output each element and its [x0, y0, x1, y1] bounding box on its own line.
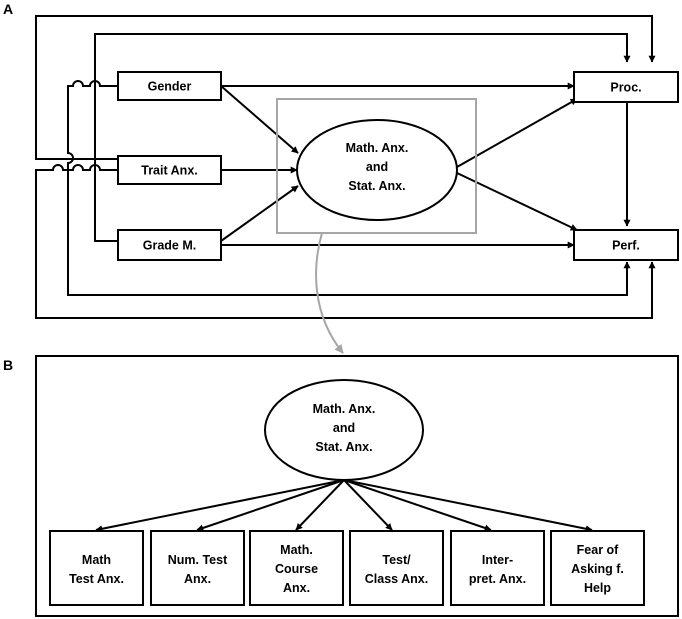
panel-b-frame	[35, 355, 679, 617]
factor-box-3: Math. Course Anx.	[249, 530, 344, 606]
node-gender-label: Gender	[148, 80, 192, 94]
factor-2-line-1: Num. Test	[168, 553, 228, 567]
arrow-trait-to-proc	[35, 15, 656, 160]
highlight-box	[276, 98, 477, 234]
node-math-stat-anx: Math. Anx. and Stat. Anx.	[296, 119, 458, 221]
factor-4-line-2: Class Anx.	[365, 572, 428, 586]
factor-box-6: Fear of Asking f. Help	[550, 530, 645, 606]
ellipse-a-line-3: Stat. Anx.	[348, 179, 405, 193]
factor-4-line-1: Test/	[382, 553, 411, 567]
node-grade-m: Grade M.	[117, 229, 222, 261]
arrow-gender-to-anx	[220, 85, 299, 154]
factor-box-1: Math Test Anx.	[49, 530, 144, 606]
zoom-connector-arrow	[315, 232, 344, 354]
node-perf-label: Perf.	[612, 239, 640, 253]
factor-3-line-2: Course	[275, 562, 318, 576]
factor-box-4: Test/ Class Anx.	[349, 530, 444, 606]
ellipse-b-line-2: and	[333, 421, 355, 435]
factor-6-line-1: Fear of	[577, 543, 620, 557]
arrow-to-factor-4	[343, 479, 393, 531]
panel-label-b: B	[3, 357, 13, 373]
arrow-to-factor-6	[343, 479, 593, 533]
ellipse-a-line-1: Math. Anx.	[346, 141, 409, 155]
factor-1-line-1: Math	[82, 553, 111, 567]
factor-box-5: Inter- pret. Anx.	[450, 530, 545, 606]
arrow-trait-to-perf	[35, 164, 656, 319]
node-trait-label: Trait Anx.	[141, 164, 198, 178]
node-trait-anx: Trait Anx.	[117, 155, 222, 185]
factor-5-line-1: Inter-	[482, 553, 513, 567]
factor-5-line-2: pret. Anx.	[469, 572, 526, 586]
panel-label-a: A	[3, 1, 13, 17]
arrow-grade-to-proc	[94, 33, 631, 242]
node-b-math-stat-anx: Math. Anx. and Stat. Anx.	[264, 379, 424, 481]
ellipse-b-line-1: Math. Anx.	[313, 402, 376, 416]
node-grade-label: Grade M.	[143, 239, 197, 253]
factor-1-line-2: Test Anx.	[69, 572, 124, 586]
factor-3-line-3: Anx.	[283, 581, 310, 595]
arrow-to-factor-1	[95, 479, 345, 533]
arrow-to-factor-5	[343, 479, 492, 532]
node-perf: Perf.	[573, 229, 679, 261]
node-proc-label: Proc.	[610, 81, 641, 95]
arrow-to-factor-3	[295, 479, 345, 531]
factor-6-line-3: Help	[584, 581, 611, 595]
arrow-grade-to-anx	[220, 185, 299, 242]
node-gender: Gender	[117, 71, 222, 101]
factor-6-line-2: Asking f.	[571, 562, 624, 576]
factor-2-line-2: Anx.	[184, 572, 211, 586]
factor-3-line-1: Math.	[280, 543, 313, 557]
ellipse-a-line-2: and	[366, 160, 388, 174]
factor-arrows	[95, 479, 593, 533]
arrow-to-factor-2	[196, 479, 345, 532]
node-proc: Proc.	[573, 71, 679, 103]
ellipse-b-line-3: Stat. Anx.	[315, 440, 372, 454]
factor-box-2: Num. Test Anx.	[150, 530, 245, 606]
arrow-gender-to-perf	[67, 80, 631, 296]
